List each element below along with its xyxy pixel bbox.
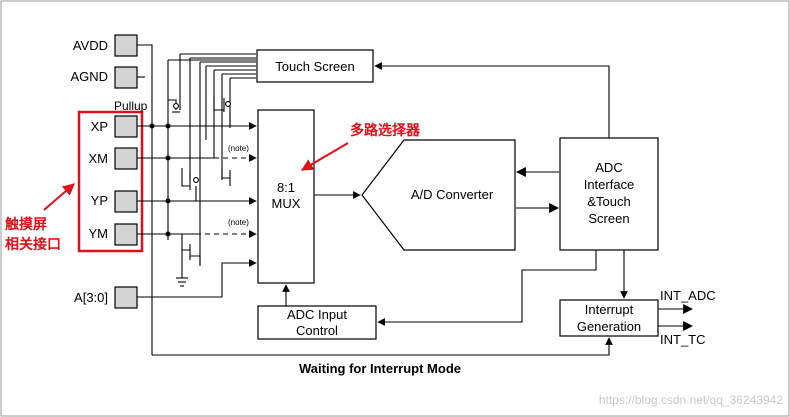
touch-annotation-line2: 相关接口 — [5, 236, 61, 253]
pin-xp-label: XP — [91, 119, 108, 134]
ad-converter-label: A/D Converter — [411, 187, 494, 202]
pin-xp: XP — [91, 115, 138, 138]
diagram-caption: Waiting for Interrupt Mode — [299, 361, 461, 376]
adc-interface-line3: &Touch — [587, 194, 630, 209]
interrupt-generation-line1: Interrupt — [585, 302, 634, 317]
adc-interface-line4: Screen — [588, 211, 629, 226]
wiring — [137, 44, 693, 356]
pin-xm-label: XM — [89, 151, 109, 166]
pin-agnd-label: AGND — [70, 69, 108, 84]
touch-screen-label: Touch Screen — [275, 59, 355, 74]
adc-interface-line2: Interface — [584, 177, 635, 192]
touch-annotation-line1: 触摸屏 — [4, 216, 47, 233]
pin-ym: YM — [89, 223, 138, 246]
adc-input-control-line2: Control — [296, 323, 338, 338]
pin-yp: YP — [91, 190, 138, 213]
pin-yp-label: YP — [91, 193, 108, 208]
pin-ym-label: YM — [89, 226, 109, 241]
mux-annotation-text: 多路选择器 — [350, 122, 421, 139]
adc-interface-block: ADC Interface &Touch Screen — [559, 137, 659, 251]
ad-converter-block: A/D Converter — [361, 139, 516, 251]
mux-block: 8:1 MUX — [257, 109, 315, 284]
int-tc-label: INT_TC — [660, 332, 706, 347]
pin-avdd-label: AVDD — [73, 38, 108, 53]
pin-agnd: AGND — [70, 66, 138, 89]
note-label-xm: (note) — [228, 144, 249, 153]
mux-label-ratio: 8:1 — [277, 180, 295, 195]
pin-addr-label: A[3:0] — [74, 290, 108, 305]
adc-interface-line1: ADC — [595, 160, 622, 175]
adc-input-control-line1: ADC Input — [287, 307, 347, 322]
touch-screen-block: Touch Screen — [256, 49, 374, 83]
touch-pins-highlight — [77, 110, 144, 253]
note-label-ym: (note) — [228, 218, 249, 227]
pin-xm: XM — [89, 147, 138, 170]
pin-avdd: AVDD — [73, 34, 138, 57]
pullup-label: Pullup — [114, 99, 148, 113]
mux-annotation: 多路选择器 — [300, 122, 421, 171]
interrupt-generation-block: Interrupt Generation — [559, 299, 659, 337]
mux-label-name: MUX — [272, 196, 301, 211]
int-adc-label: INT_ADC — [660, 288, 716, 303]
touch-annotation: 触摸屏 相关接口 — [4, 183, 75, 253]
adc-input-control-block: ADC Input Control — [257, 305, 377, 340]
interrupt-generation-line2: Generation — [577, 319, 641, 334]
watermark: https://blog.csdn.net/qq_36243942 — [599, 393, 783, 407]
pin-addr: A[3:0] — [74, 286, 138, 309]
